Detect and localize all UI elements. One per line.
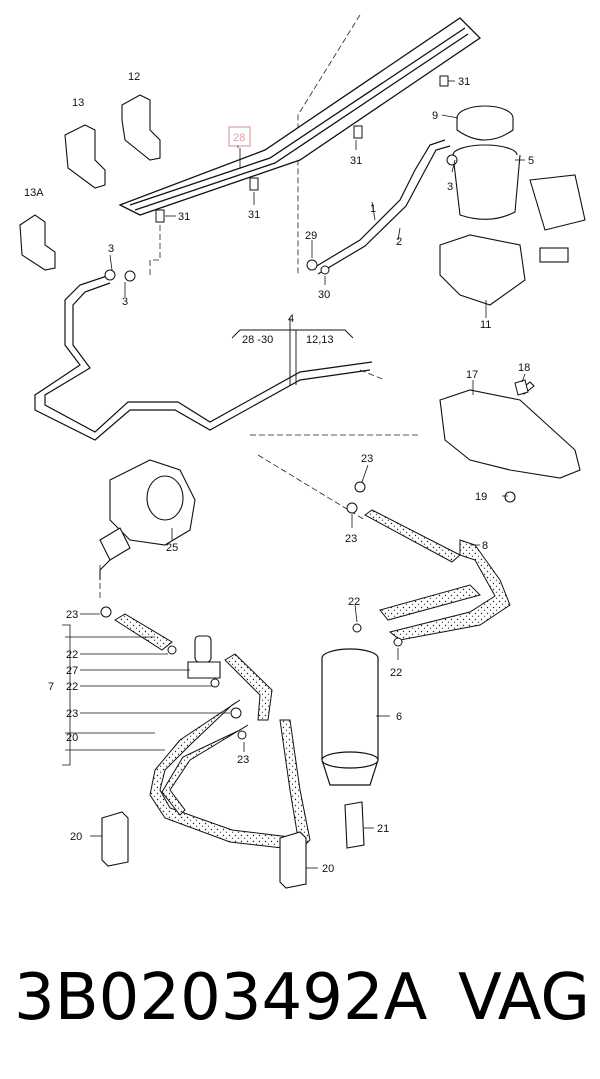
label-20b: 20 (70, 831, 82, 843)
label-5: 5 (528, 155, 534, 167)
label-20a: 20 (66, 732, 78, 744)
label-22a: 22 (66, 649, 78, 661)
label-13: 13 (72, 97, 84, 109)
label-23a: 23 (66, 609, 78, 621)
leader-lines (62, 80, 526, 869)
label-12: 12 (128, 71, 140, 83)
part-28-highlight-box (228, 126, 251, 147)
label-11: 11 (480, 319, 491, 331)
label-13a: 13A (24, 187, 44, 199)
clips-12-13 (19, 94, 161, 271)
label-20c: 20 (322, 863, 334, 875)
label-22d: 22 (390, 667, 402, 679)
clamps (100, 154, 458, 740)
label-4: 4 (288, 313, 294, 325)
label-2: 2 (396, 236, 402, 248)
label-4-right: 12,13 (306, 334, 334, 346)
part-number-caption: 3B0203492A (14, 961, 428, 1035)
label-3b: 3 (122, 296, 128, 308)
fuel-pipes (34, 139, 451, 441)
screws (155, 75, 529, 396)
bracket-4 (231, 318, 354, 385)
label-6: 6 (396, 711, 402, 723)
label-7: 7 (48, 681, 54, 693)
label-22c: 22 (348, 596, 360, 608)
label-19: 19 (475, 491, 487, 503)
label-31b: 31 (350, 155, 362, 167)
label-28: 28 (233, 132, 245, 144)
bracket-17 (439, 381, 581, 503)
label-30: 30 (318, 289, 330, 301)
clips-20-21 (101, 801, 365, 889)
label-27: 27 (66, 665, 78, 677)
label-31c: 31 (248, 209, 260, 221)
label-21: 21 (377, 823, 389, 835)
label-9: 9 (432, 110, 438, 122)
label-31a: 31 (458, 76, 470, 88)
part-labels: 1 2 3 3 3 4 28 -30 12,13 5 6 7 8 9 11 12… (24, 71, 534, 875)
label-29: 29 (305, 230, 317, 242)
label-17: 17 (466, 369, 478, 381)
label-23c: 23 (237, 754, 249, 766)
label-3c: 3 (447, 181, 453, 193)
fuel-pump-assembly (439, 105, 586, 306)
label-18: 18 (518, 362, 530, 374)
label-8: 8 (482, 540, 488, 552)
label-25: 25 (166, 542, 178, 554)
label-23e: 23 (345, 533, 357, 545)
fuel-filter-6 (321, 648, 379, 786)
hoses (114, 509, 511, 851)
label-23d: 23 (361, 453, 373, 465)
label-23b: 23 (66, 708, 78, 720)
label-3a: 3 (108, 243, 114, 255)
label-1: 1 (370, 203, 376, 215)
valve-27 (187, 635, 221, 679)
engine-fuel-pump-25 (99, 459, 196, 580)
label-4-left: 28 -30 (242, 334, 273, 346)
fuel-line-bracket (118, 17, 482, 216)
label-31d: 31 (178, 211, 190, 223)
label-22b: 22 (66, 681, 78, 693)
brand-caption: VAG (458, 961, 590, 1035)
